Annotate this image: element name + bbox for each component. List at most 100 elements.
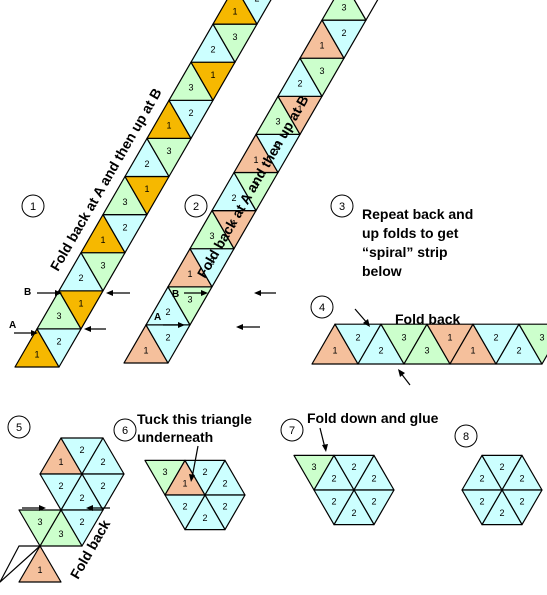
face-number: 3 [122, 197, 127, 207]
face-number: 3 [56, 311, 61, 321]
arrow-icon [184, 290, 208, 296]
face-number: 2 [202, 467, 207, 477]
face-number: 1 [144, 184, 149, 194]
letter-a-2: A [154, 312, 161, 323]
fold-instruction-2: Fold back at A and then up at B [194, 92, 312, 280]
face-number: 2 [202, 513, 207, 523]
face-number: 3 [188, 83, 193, 93]
face-number: 2 [222, 502, 227, 512]
hex-triangle [313, 489, 355, 526]
arrow-icon [163, 322, 185, 328]
face-number: 2 [100, 481, 105, 491]
caption-line: up folds to get [362, 225, 459, 241]
strip-2: 1 2 2 3 1 2 3 1 2 3 1 2 3 1 2 3 1 2 3 [123, 0, 379, 364]
face-number: 1 [78, 299, 83, 309]
face-number: 3 [401, 332, 406, 342]
tuck-caption: Tuck this triangle underneath [137, 411, 252, 445]
face-number: 1 [182, 479, 187, 489]
letter-b-2: B [172, 289, 179, 300]
strip-triangle [518, 323, 547, 365]
fold-arrows [14, 290, 411, 511]
face-number: 1 [37, 565, 42, 575]
face-number: 3 [187, 295, 192, 305]
shape-triangle [18, 545, 62, 583]
step-number: 8 [463, 431, 469, 443]
face-number: 2 [493, 332, 498, 342]
caption-line: Repeat back and [362, 206, 473, 222]
letter-a-1: A [9, 320, 16, 331]
face-number: 1 [231, 218, 236, 228]
face-number: 1 [297, 104, 302, 114]
arrow-icon [106, 290, 130, 296]
face-number: 2 [209, 256, 214, 266]
face-number: 2 [371, 497, 376, 507]
step-number: 5 [16, 422, 22, 434]
step-marker-1: 1 [21, 194, 45, 218]
face-number: 1 [166, 121, 171, 131]
face-number: 2 [331, 474, 336, 484]
face-number: 1 [58, 457, 63, 467]
arrow-icon [37, 290, 62, 296]
strip-1: 123123123123123123123 [14, 0, 272, 368]
face-number: 3 [253, 180, 258, 190]
face-number: 2 [297, 79, 302, 89]
step-number: 2 [193, 201, 199, 213]
face-number: 3 [166, 146, 171, 156]
face-number: 2 [499, 462, 504, 472]
face-number: 1 [232, 6, 237, 16]
face-number: 1 [332, 346, 337, 356]
arrow-icon [86, 505, 110, 511]
hex-triangle [461, 489, 503, 526]
face-number: 2 [58, 481, 63, 491]
arrow-icon [354, 308, 370, 327]
face-number: 2 [371, 474, 376, 484]
face-number: 2 [56, 337, 61, 347]
caption-line: “spiral” strip [362, 244, 448, 260]
caption-line: underneath [137, 429, 213, 445]
arrow-icon [84, 326, 106, 332]
face-number: 2 [79, 493, 84, 503]
step-number: 3 [339, 201, 345, 213]
face-number: 3 [341, 2, 346, 12]
fold-back-label-4: Fold back [395, 311, 461, 327]
face-number: 3 [424, 346, 429, 356]
face-number: 3 [37, 517, 42, 527]
step-marker-7: 7 [280, 418, 304, 442]
face-number: 1 [187, 269, 192, 279]
face-number: 2 [331, 497, 336, 507]
face-number: 1 [447, 332, 452, 342]
face-number: 2 [355, 332, 360, 342]
step-number: 7 [289, 425, 295, 437]
step-marker-8: 8 [454, 424, 478, 448]
face-number: 3 [100, 260, 105, 270]
face-number: 2 [122, 222, 127, 232]
fold-down-caption: Fold down and glue [307, 410, 439, 426]
face-number: 2 [499, 508, 504, 518]
caption-line: below [362, 263, 402, 279]
arrow-icon [254, 290, 276, 296]
face-number: 3 [539, 332, 544, 342]
step-marker-3: 3 [330, 194, 354, 218]
face-number: 2 [165, 333, 170, 343]
face-number: 1 [100, 235, 105, 245]
face-number: 1 [210, 70, 215, 80]
step-number: 6 [122, 425, 128, 437]
face-number: 2 [275, 142, 280, 152]
arrow-icon [319, 427, 328, 452]
shape-triangle [0, 545, 41, 583]
face-number: 1 [253, 155, 258, 165]
face-number: 2 [378, 346, 383, 356]
face-number: 3 [232, 32, 237, 42]
step-marker-2: 2 [184, 194, 208, 218]
face-number: 2 [79, 445, 84, 455]
face-number: 2 [210, 45, 215, 55]
step-marker-5: 5 [7, 415, 31, 439]
face-number: 2 [222, 479, 227, 489]
face-number: 2 [341, 28, 346, 38]
caption-line: Tuck this triangle [137, 411, 252, 427]
arrow-icon [14, 330, 38, 336]
